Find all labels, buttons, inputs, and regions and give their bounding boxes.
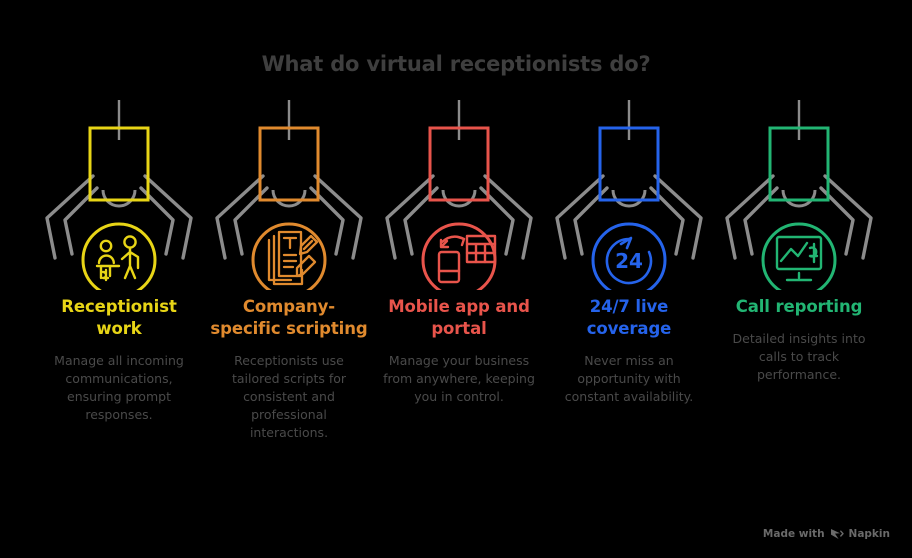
arm-left-outer — [725, 174, 775, 260]
column-call-reporting: Call reporting Detailed insights into ca… — [715, 100, 883, 384]
hook-arc — [781, 189, 817, 208]
column-receptionist-work: Receptionist work Manage all incoming co… — [35, 100, 203, 424]
glyph-24-7-live-coverage: 24 — [545, 100, 713, 290]
columns-container: Receptionist work Manage all incoming co… — [0, 100, 912, 443]
page-title: What do virtual receptionists do? — [261, 52, 651, 76]
arm-right-outer — [313, 174, 363, 260]
heading-company-specific-scripting: Company-specific scripting — [210, 297, 368, 338]
watermark: Made with Napkin — [763, 528, 890, 540]
accent-rectangle — [88, 126, 150, 202]
hook-arc — [611, 189, 647, 208]
arm-left-outer — [215, 174, 265, 260]
monitor-chart-dollar-icon — [775, 235, 823, 282]
body-mobile-app-and-portal: Manage your business from anywhere, keep… — [383, 352, 535, 405]
hook-arc — [101, 189, 137, 208]
arm-right-inner — [309, 186, 345, 256]
heading-receptionist-work: Receptionist work — [61, 297, 177, 338]
body-company-specific-scripting: Receptionists use tailored scripts for c… — [231, 352, 347, 441]
mobile-calendar-icon — [437, 234, 497, 284]
arm-left-inner — [743, 186, 779, 256]
svg-text:24: 24 — [615, 249, 643, 273]
arm-left-inner — [63, 186, 99, 256]
body-call-reporting: Detailed insights into calls to track pe… — [732, 330, 866, 383]
arm-right-inner — [139, 186, 175, 256]
glyph-receptionist-work — [35, 100, 203, 290]
hook-arc — [441, 189, 477, 208]
watermark-brand: Napkin — [848, 528, 890, 540]
arm-right-outer — [143, 174, 193, 260]
body-24-7-live-coverage: Never miss an opportunity with constant … — [564, 352, 694, 405]
arm-left-inner — [573, 186, 609, 256]
accent-circle — [81, 222, 157, 290]
heading-mobile-app-and-portal: Mobile app and portal — [388, 297, 530, 338]
arm-right-outer — [823, 174, 873, 260]
twenty-four-seven-icon: 24 — [605, 236, 653, 285]
accent-rectangle — [428, 126, 490, 202]
column-24-7-live-coverage: 24 24/7 live coverage Never miss an oppo… — [545, 100, 713, 406]
column-mobile-app-and-portal: Mobile app and portal Manage your busine… — [375, 100, 543, 406]
heading-24-7-live-coverage: 24/7 live coverage — [586, 297, 672, 338]
accent-circle — [251, 222, 327, 290]
arm-right-inner — [649, 186, 685, 256]
column-company-specific-scripting: Company-specific scripting Receptionists… — [205, 100, 373, 443]
document-pencil-icon — [267, 230, 319, 286]
arm-left-inner — [233, 186, 269, 256]
arm-left-inner — [403, 186, 439, 256]
accent-rectangle — [768, 126, 830, 202]
receptionist-desk-icon — [95, 235, 140, 282]
arm-left-outer — [555, 174, 605, 260]
napkin-logo-icon — [830, 529, 844, 539]
arm-left-outer — [385, 174, 435, 260]
arm-right-inner — [819, 186, 855, 256]
arm-right-outer — [483, 174, 533, 260]
heading-call-reporting: Call reporting — [735, 297, 863, 316]
accent-rectangle — [598, 126, 660, 202]
accent-rectangle — [258, 126, 320, 202]
watermark-prefix: Made with — [762, 528, 825, 540]
accent-circle — [761, 222, 837, 290]
arm-right-inner — [479, 186, 515, 256]
hook-arc — [271, 189, 307, 208]
body-receptionist-work: Manage all incoming communications, ensu… — [54, 352, 184, 423]
glyph-mobile-app-and-portal — [375, 100, 543, 290]
glyph-call-reporting — [715, 100, 883, 290]
accent-circle — [591, 222, 667, 290]
arm-left-outer — [45, 174, 95, 260]
glyph-company-specific-scripting — [205, 100, 373, 290]
arm-right-outer — [653, 174, 703, 260]
